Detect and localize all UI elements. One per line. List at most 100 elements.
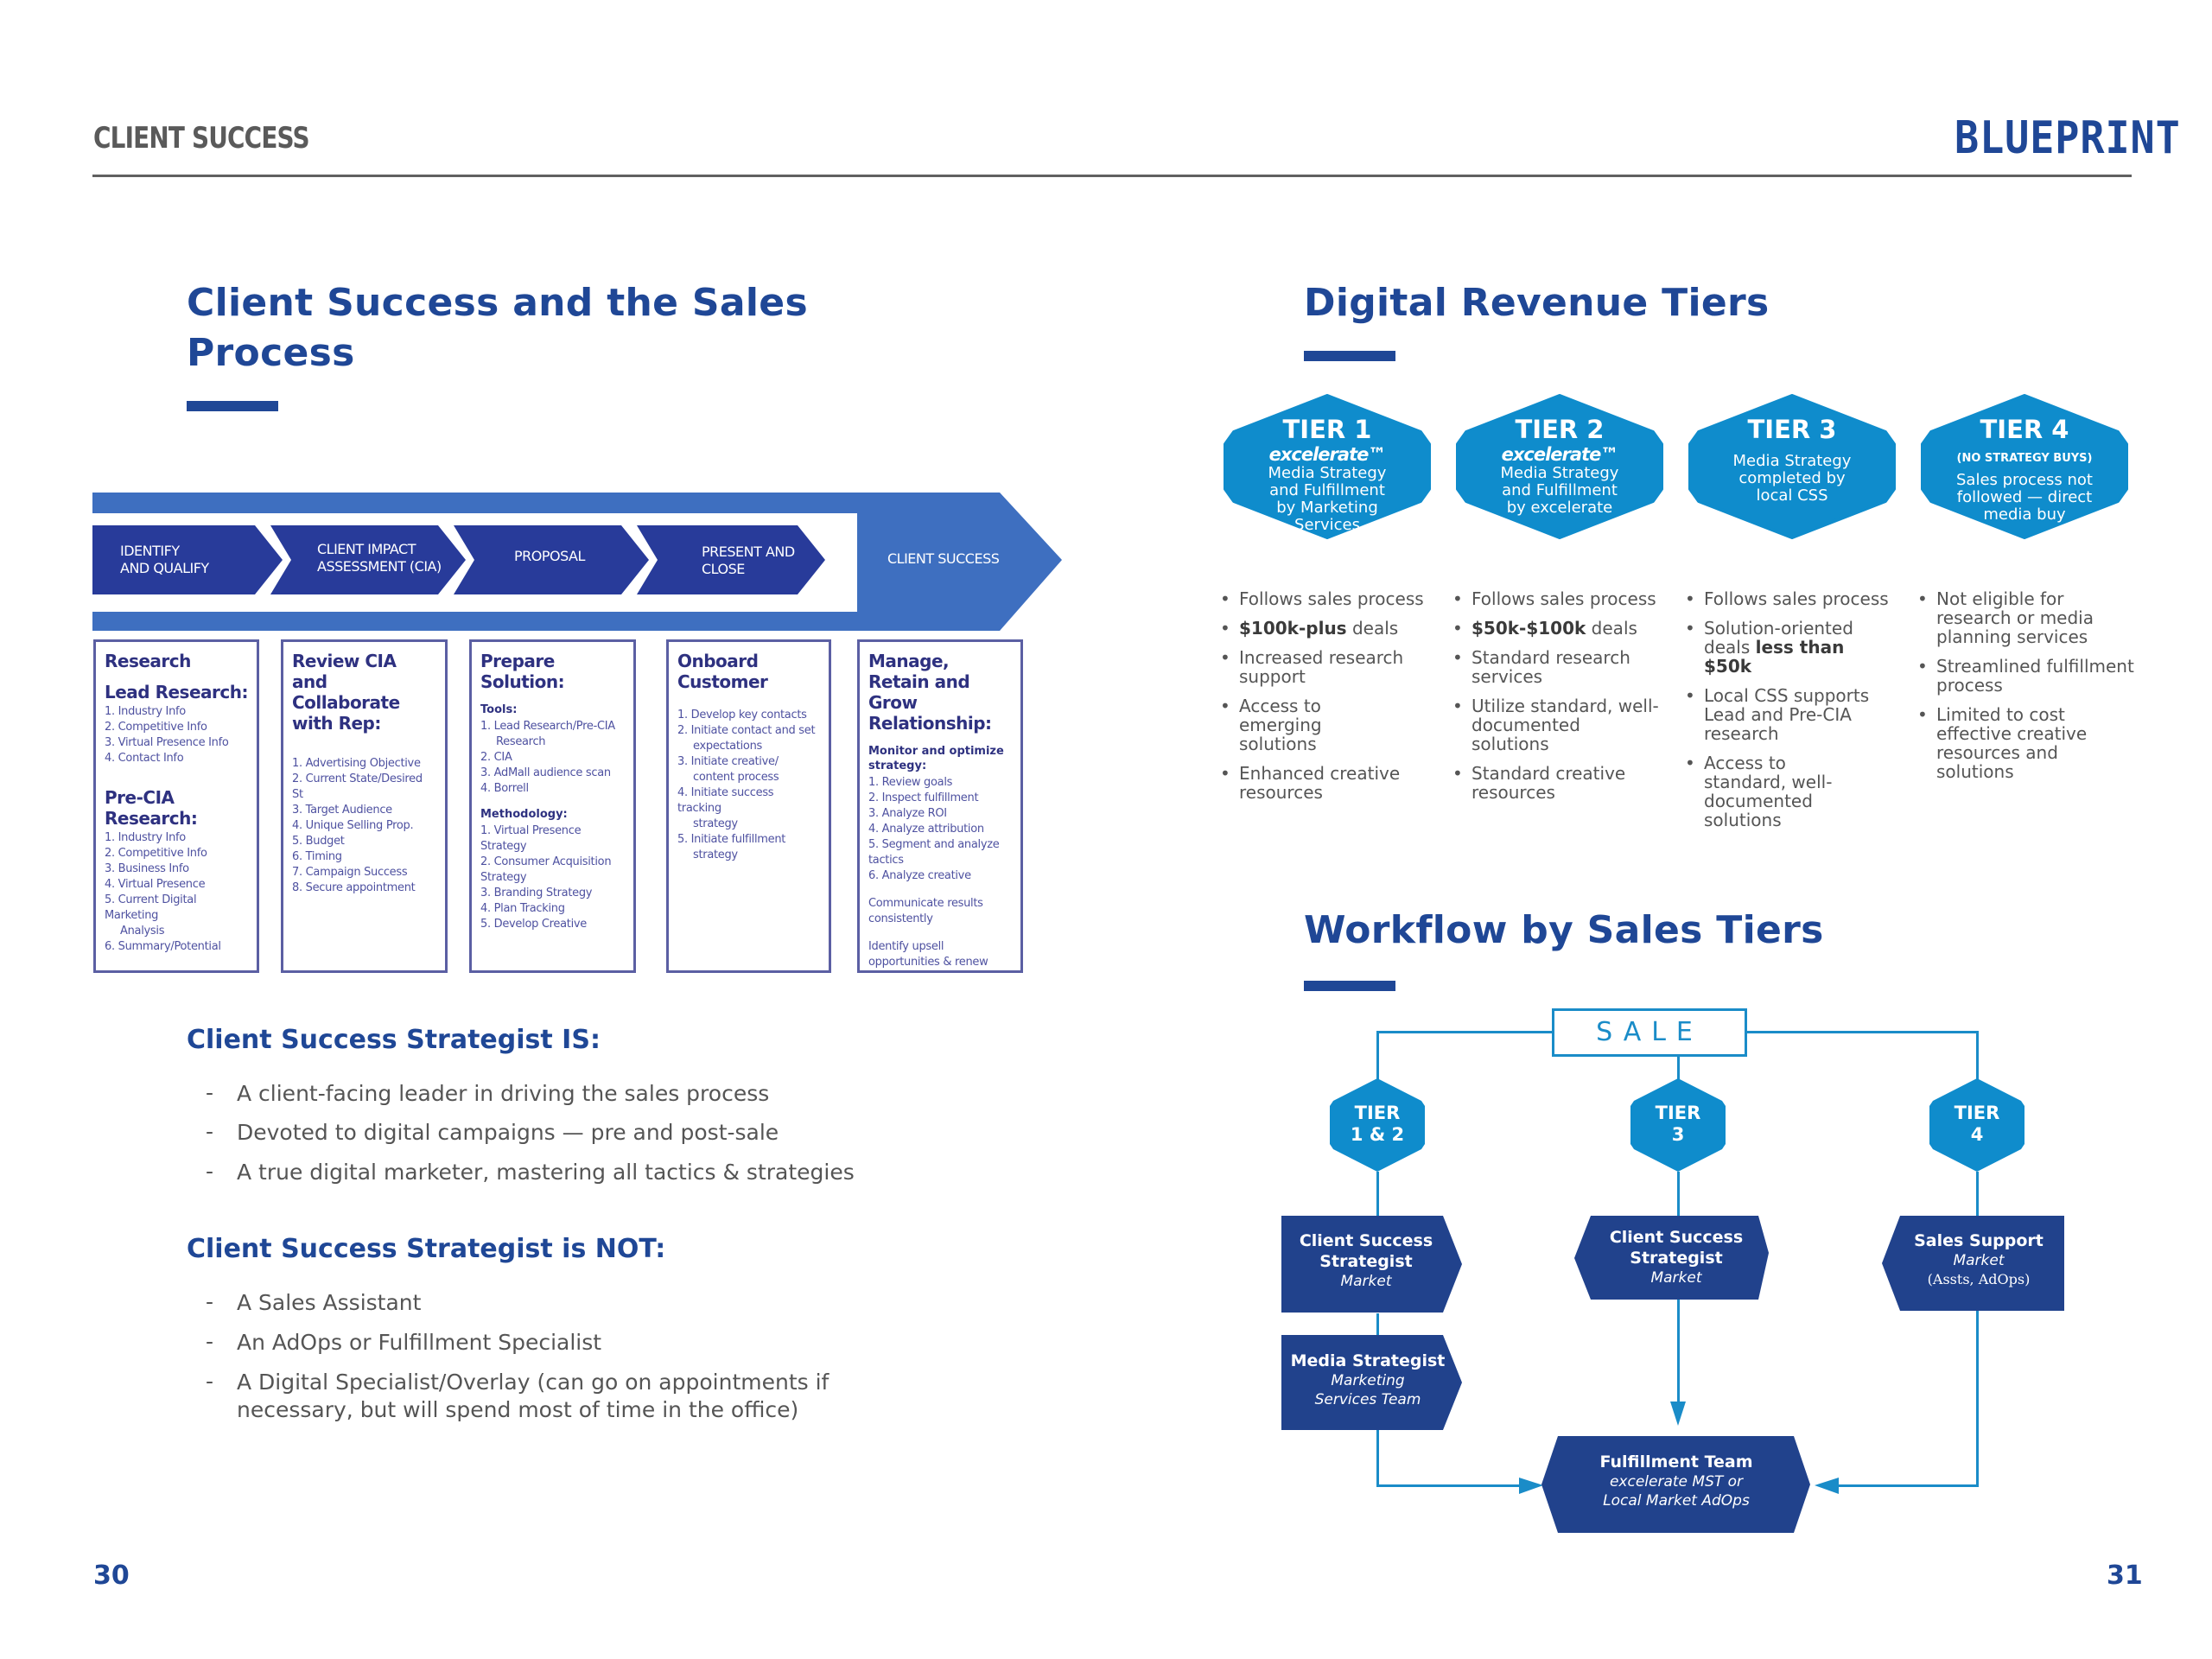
css-tier12-shape bbox=[1281, 1216, 1462, 1313]
tier-2-badge: TIER 2 excelerate™ Media Strategy and Fu… bbox=[1454, 394, 1665, 539]
left-title-line2: Process bbox=[187, 331, 355, 375]
stage-label-2: CLIENT IMPACT ASSESSMENT (CIA) bbox=[317, 541, 442, 575]
tier-3-bullets: Follows sales process Solution-oriented … bbox=[1685, 589, 1892, 840]
hexagon-shape bbox=[1456, 394, 1663, 539]
stage-chevron-2 bbox=[270, 525, 466, 594]
column-heading: Prepare Solution: bbox=[480, 651, 565, 692]
left-title-line1: Client Success and the Sales bbox=[187, 281, 808, 325]
tier-4-bullets: Not eligible for research or media plann… bbox=[1917, 589, 2134, 791]
left-title-accent-bar bbox=[187, 401, 278, 411]
media-strategist-shape bbox=[1281, 1335, 1462, 1430]
connector-tier3-down bbox=[1677, 1172, 1680, 1217]
stage-label-client-success: CLIENT SUCCESS bbox=[887, 550, 1000, 567]
bullet-item: Follows sales process bbox=[1452, 589, 1660, 608]
hexagon-shape bbox=[1630, 1078, 1726, 1172]
hexagon-shape bbox=[1921, 394, 2128, 539]
stage-chevron-4 bbox=[637, 525, 825, 594]
role-fulfillment-team: Fulfillment Team excelerate MST or Local… bbox=[1599, 1452, 1753, 1510]
connector-support-down bbox=[1976, 1306, 1979, 1487]
process-column-research: Research Lead Research: 1. Industry Info… bbox=[93, 639, 259, 973]
tiers-title: Digital Revenue Tiers bbox=[1304, 281, 1770, 325]
bullet-item: Standard research services bbox=[1452, 648, 1660, 686]
hexagon-shape bbox=[1330, 1078, 1425, 1172]
group-title: Pre-CIA Research: bbox=[105, 787, 198, 829]
connector-sale-to-tier4-h bbox=[1745, 1031, 1979, 1033]
sales-support-shape bbox=[1882, 1216, 2064, 1311]
left-page-title: Client Success and the Sales Process bbox=[187, 278, 808, 378]
bullet-item: Limited to cost effective creative resou… bbox=[1917, 705, 2122, 781]
connector-sale-to-tier12-v bbox=[1376, 1031, 1379, 1083]
page-number-left: 30 bbox=[93, 1560, 130, 1591]
bullet-item: Local CSS supports Lead and Pre-CIA rese… bbox=[1685, 686, 1894, 743]
connector-sale-to-tier3 bbox=[1677, 1056, 1680, 1084]
strategist-not-list: -A Sales Assistant -An AdOps or Fulfillm… bbox=[206, 1289, 830, 1422]
column-heading: Onboard Customer bbox=[677, 651, 768, 692]
workflow-title: Workflow by Sales Tiers bbox=[1304, 908, 1824, 952]
bullet-item: Access to emerging solutions bbox=[1220, 696, 1369, 753]
role-media-strategist: Media Strategist Marketing Services Team bbox=[1290, 1351, 1446, 1408]
connector-css-to-media bbox=[1376, 1313, 1379, 1338]
bullet-item: Access to standard, well-documented solu… bbox=[1685, 753, 1851, 830]
brand-logo: BLUEPRINT bbox=[1955, 112, 2181, 164]
bullet-item: Increased research support bbox=[1220, 648, 1427, 686]
bullet-item: Utilize standard, well-documented soluti… bbox=[1452, 696, 1660, 753]
connector-sale-to-tier12-h bbox=[1376, 1031, 1554, 1033]
connector-sale-to-tier4-v bbox=[1976, 1031, 1979, 1083]
section-label: CLIENT SUCCESS bbox=[93, 121, 310, 156]
role-sales-support: Sales Support Market (Assts, AdOps) bbox=[1914, 1231, 2044, 1287]
connector-css3-to-fulfillment bbox=[1677, 1300, 1680, 1403]
hexagon-shape bbox=[1688, 394, 1896, 539]
bullet-item: $50k-$100k deals bbox=[1452, 619, 1660, 638]
group-title: Lead Research: bbox=[105, 682, 248, 702]
page-number-right: 31 bbox=[2107, 1560, 2143, 1591]
bullet-item: Streamlined fulfillment process bbox=[1917, 657, 2135, 695]
process-column-review-cia: Review CIA and Collaborate with Rep: 1. … bbox=[281, 639, 448, 973]
bullet-item: Follows sales process bbox=[1685, 589, 1892, 608]
bullet-item: $100k-plus deals bbox=[1220, 619, 1427, 638]
fulfillment-shape bbox=[1541, 1436, 1810, 1533]
bullet-item: Follows sales process bbox=[1220, 589, 1427, 608]
connector-tier12-down bbox=[1376, 1172, 1379, 1218]
stage-chevron-1 bbox=[92, 525, 283, 594]
strategist-is-title: Client Success Strategist IS: bbox=[187, 1025, 601, 1055]
connector-tier4-down bbox=[1976, 1172, 1979, 1218]
css-tier3-shape bbox=[1574, 1216, 1769, 1300]
stage-label-1: IDENTIFY AND QUALIFY bbox=[120, 543, 209, 576]
strategist-is-list: -A client-facing leader in driving the s… bbox=[206, 1080, 855, 1185]
sales-process-arrow bbox=[92, 493, 1062, 631]
strategist-not-title: Client Success Strategist is NOT: bbox=[187, 1234, 666, 1264]
bullet-item: Enhanced creative resources bbox=[1220, 764, 1427, 802]
bullet-item: Solution-oriented deals less than $50k bbox=[1685, 619, 1885, 676]
excelerate-logo: excelerate™ bbox=[1268, 444, 1387, 465]
tier-1-badge: TIER 1 excelerate™ Media Strategy and Fu… bbox=[1222, 394, 1433, 539]
connector-support-to-fulfillment bbox=[1834, 1484, 1979, 1487]
role-css-tier12: Client Success Strategist Market bbox=[1299, 1231, 1433, 1290]
stage-label-4: PRESENT AND CLOSE bbox=[702, 543, 795, 577]
connector-media-to-fulfillment bbox=[1376, 1484, 1523, 1487]
process-column-manage-retain: Manage, Retain and Grow Relationship: Mo… bbox=[857, 639, 1023, 973]
column-heading: Research bbox=[105, 651, 191, 671]
tier-3-badge: TIER 3 Media Strategy completed by local… bbox=[1687, 394, 1897, 539]
hexagon-shape bbox=[1224, 394, 1431, 539]
header-divider bbox=[92, 175, 2132, 177]
workflow-title-accent-bar bbox=[1304, 981, 1395, 991]
tier-2-bullets: Follows sales process $50k-$100k deals S… bbox=[1452, 589, 1660, 812]
hexagon-shape bbox=[1929, 1078, 2024, 1172]
excelerate-logo: excelerate™ bbox=[1501, 444, 1619, 465]
role-css-tier3: Client Success Strategist Market bbox=[1609, 1228, 1744, 1287]
column-heading: Manage, Retain and Grow Relationship: bbox=[868, 651, 992, 734]
stage-chevron-3 bbox=[454, 525, 649, 594]
tier-4-badge: TIER 4 (NO STRATEGY BUYS) Sales process … bbox=[1919, 394, 2130, 539]
group-title: Monitor and optimize strategy: bbox=[868, 745, 1004, 772]
group-title: Tools: bbox=[480, 703, 518, 716]
tiers-title-accent-bar bbox=[1304, 351, 1395, 361]
process-column-onboard-customer: Onboard Customer 1. Develop key contacts… bbox=[666, 639, 831, 973]
column-heading: Review CIA and Collaborate with Rep: bbox=[292, 651, 400, 734]
tier-1-bullets: Follows sales process $100k-plus deals I… bbox=[1220, 589, 1427, 812]
bullet-item: Not eligible for research or media plann… bbox=[1917, 589, 2131, 646]
group-title: Methodology: bbox=[480, 808, 568, 821]
